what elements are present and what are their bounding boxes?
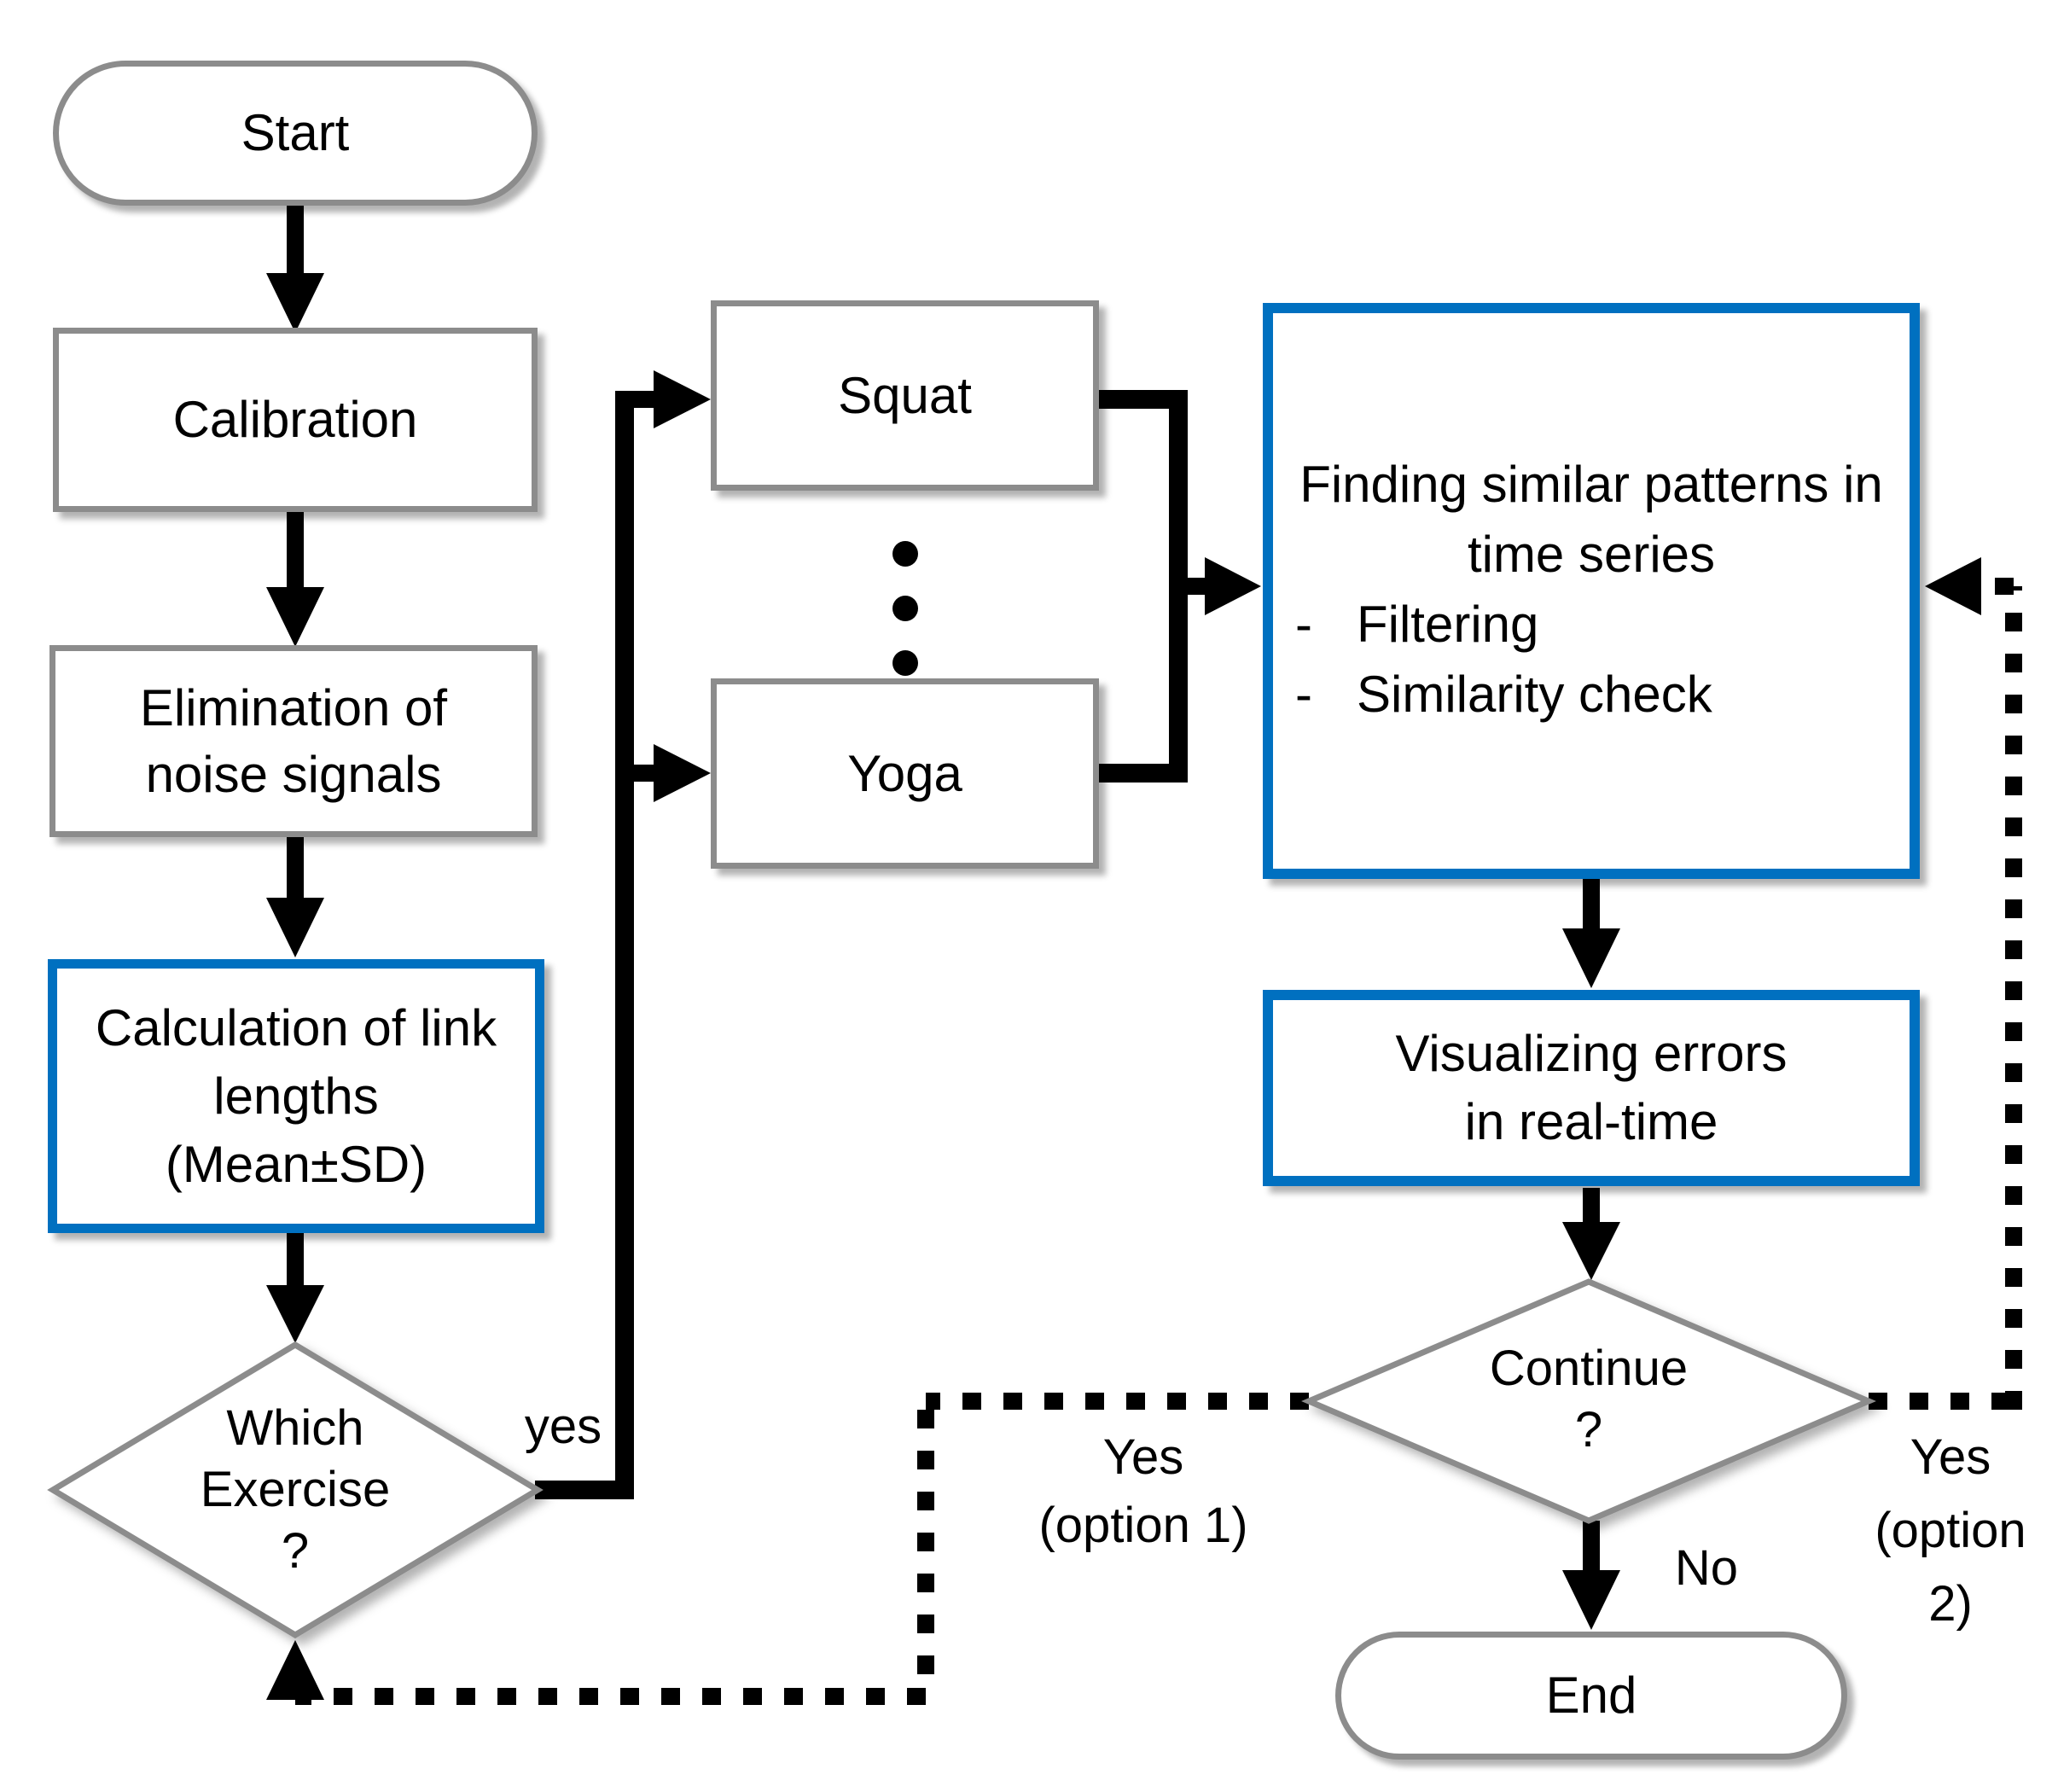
elimination-line2: noise signals [145,745,442,803]
continue-label: Continue ? [1418,1338,1759,1461]
option2-line2: (option [1875,1503,2026,1558]
arrowhead-visualizing [1562,928,1620,988]
which-exercise-label: Which Exercise ? [125,1398,466,1582]
loop-option2 [1869,578,2022,1410]
continue-line1: Continue [1489,1341,1689,1396]
arrowhead-finding [1205,557,1261,615]
which-exercise-diamond [47,1341,544,1639]
finding-bullet2-text: Similarity check [1357,666,1712,723]
yoga-node: Yoga [711,678,1099,869]
arrowhead-calibration [266,273,324,333]
finding-bullet-similarity: - Similarity check [1263,660,1920,730]
arrowhead-continue [1562,1222,1620,1280]
finding-bullet-filtering: - Filtering [1263,590,1920,660]
arrowhead-option2 [1925,557,1981,615]
calibration-label: Calibration [172,391,418,448]
calculation-node: Calculation of link lengths (Mean±SD) [48,959,544,1233]
yoga-label: Yoga [847,744,962,802]
loop-option1 [295,1393,1309,1705]
which-line1: Which [226,1400,364,1456]
elimination-node: Elimination of noise signals [49,645,538,837]
ellipsis-dots [892,541,918,676]
arrowhead-yoga [654,744,711,802]
calculation-line1: Calculation of link [95,998,497,1056]
which-line2: Exercise [200,1462,391,1517]
finding-title-line1: Finding similar patterns in [1299,456,1883,513]
visualizing-node: Visualizing errors in real-time [1263,990,1920,1186]
finding-node [1263,303,1920,879]
start-node: Start [53,61,538,206]
end-node: End [1335,1632,1847,1760]
start-label: Start [241,104,350,161]
arrowhead-end [1562,1570,1620,1630]
visualizing-line1: Visualizing errors [1395,1025,1788,1082]
edge-merge-exercises [1099,390,1188,783]
main-flow-heads [266,273,1620,1630]
finding-title-line2: time series [1467,526,1716,583]
end-label: End [1545,1667,1637,1724]
ellipsis-dot [892,650,918,676]
ellipsis-dot [892,596,918,621]
no-edge-label: No [1674,1540,1739,1596]
arrowhead-squat [654,370,711,428]
continue-diamond [1301,1278,1876,1524]
bullet-dash-icon: - [1295,666,1312,723]
ellipsis-dot [892,541,918,567]
finding-content: Finding similar patterns in time series … [1263,303,1920,879]
calibration-node: Calibration [53,328,538,512]
bullet-dash-icon: - [1295,596,1312,653]
option1-line1: Yes [1102,1429,1184,1485]
arrowhead-which [266,1285,324,1343]
calculation-line3: (Mean±SD) [165,1135,427,1193]
option1-line2: (option 1) [1038,1498,1248,1553]
arrowhead-option1 [266,1640,324,1700]
continue-line2: ? [1574,1402,1603,1457]
arrowhead-elimination [266,587,324,647]
option2-line1: Yes [1910,1429,1991,1485]
yes-option2-label: Yes (option 2) [1843,1421,2058,1641]
yes-edge-label: yes [524,1399,602,1454]
main-flow-shafts [287,202,1600,1572]
yes-option1-label: Yes (option 1) [968,1423,1318,1560]
option2-line3: 2) [1928,1576,1973,1632]
visualizing-line2: in real-time [1464,1093,1718,1150]
squat-node: Squat [711,300,1099,491]
arrowhead-calculation [266,898,324,957]
which-line3: ? [281,1523,310,1579]
finding-bullet1-text: Filtering [1357,596,1539,653]
elimination-line1: Elimination of [139,678,448,736]
calculation-line2: lengths [213,1067,379,1125]
squat-label: Squat [838,366,972,424]
edge-yes-branch [535,391,634,1499]
